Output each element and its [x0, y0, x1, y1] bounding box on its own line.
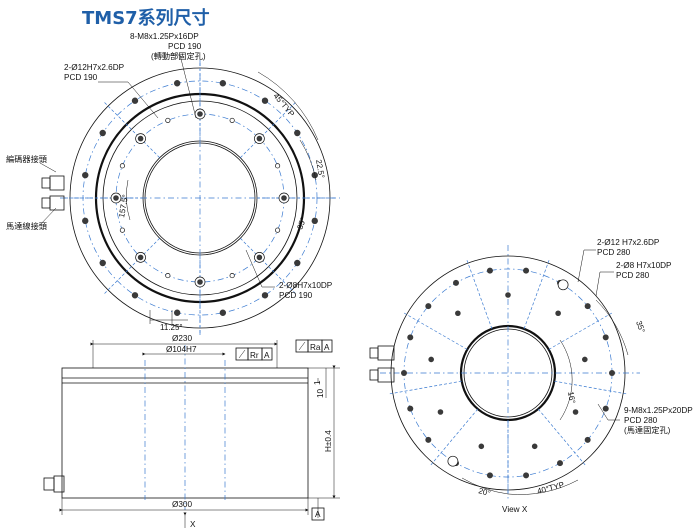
tolerance-datum-a-ra: A — [324, 343, 330, 352]
dim-d104: Ø104H7 — [166, 345, 197, 354]
tolerance-datum-a: A — [264, 351, 270, 360]
angle-157-5: 157.5° — [117, 194, 130, 218]
outer-bolt-hole — [99, 259, 106, 267]
stator-tapped-hole — [572, 409, 579, 415]
outer-bolt-hole — [131, 97, 139, 104]
stator-tapped-hole — [505, 292, 511, 298]
angle-r-20: 20° — [477, 486, 491, 498]
label-r-pcd280-c: PCD 280 — [624, 416, 658, 425]
pin-hole — [119, 163, 125, 169]
angle-11-25: 11.25° — [160, 323, 183, 332]
angle-r-16: 16° — [566, 391, 577, 404]
r-pin-12-hole — [557, 279, 569, 291]
front-view — [39, 54, 340, 335]
stator-tapped-hole — [478, 443, 485, 450]
stator-bolt-hole — [407, 405, 414, 412]
pin-hole — [165, 117, 171, 123]
stator-bolt-hole — [584, 436, 591, 443]
stator-tapped-hole — [582, 356, 588, 363]
outer-bolt-hole — [261, 97, 269, 104]
pin-hole — [119, 227, 125, 233]
stator-tapped-hole — [428, 356, 434, 363]
connector-plugs — [41, 175, 65, 211]
label-r-pin-12: 2-Ø12 H7x2.6DP — [597, 238, 660, 247]
label-pcd190-b: PCD 190 — [64, 73, 98, 82]
stator-bolt-hole — [453, 279, 459, 286]
label-r-stator: (馬達固定孔) — [624, 425, 671, 435]
pin-hole — [165, 273, 171, 279]
view-x — [369, 245, 640, 500]
stator-bolt-hole — [523, 472, 530, 479]
outer-bolt-hole — [173, 80, 181, 87]
datum-a: A — [315, 510, 321, 519]
stator-bolt-hole — [486, 472, 493, 479]
outer-bolt-hole — [219, 80, 227, 87]
outer-bolt-hole — [294, 259, 301, 267]
angle-22-5: 22.5° — [314, 159, 326, 179]
outer-bolt-hole — [294, 129, 301, 137]
drawing-title: TMS7系列尺寸 — [82, 8, 210, 29]
view-x-annotations: 2-Ø12 H7x2.6DP PCD 280 2-Ø8 H7x10DP PCD … — [477, 238, 693, 514]
label-r-pcd280-a: PCD 280 — [597, 248, 631, 257]
angle-r-35: 35° — [634, 320, 647, 334]
stator-bolt-hole — [609, 370, 615, 376]
angle-35: 35° — [295, 216, 308, 230]
stator-bolt-hole — [407, 334, 414, 341]
view-x-arrow-label: X — [190, 520, 196, 529]
pin-hole — [229, 117, 235, 123]
stator-bolt-hole — [425, 303, 432, 310]
dim-1: 1 — [313, 380, 322, 385]
stator-bolt-hole — [602, 405, 609, 412]
r-pin-12-hole-b — [447, 455, 459, 467]
stator-bolt-hole — [602, 334, 609, 341]
outer-bolt-hole — [311, 217, 318, 225]
side-view-annotations: Ø230 Ø104H7 Rr A Ra A 1 10 H±0.4 Ø300 A … — [166, 334, 333, 529]
stator-tapped-hole — [455, 310, 461, 317]
pin-hole — [229, 273, 235, 279]
tolerance-runout: Rr — [250, 351, 259, 360]
outer-bolt-hole — [173, 309, 181, 316]
stator-bolt-hole — [523, 267, 530, 274]
view-x-label: View X — [502, 505, 528, 514]
stator-bolt-hole — [557, 460, 563, 467]
stator-bolt-hole — [486, 267, 493, 274]
side-view — [43, 339, 340, 528]
stator-bolt-hole — [425, 436, 432, 443]
stator-tapped-hole — [531, 443, 538, 450]
stator-tapped-hole — [555, 310, 561, 317]
label-pin-12: 2-Ø12H7x2.6DP — [64, 63, 125, 72]
label-r-pcd280-b: PCD 280 — [616, 271, 650, 280]
label-r-m8: 9-M8x1.25Px20DP — [624, 406, 693, 415]
tolerance-ra: Ra — [310, 343, 321, 352]
outer-bolt-hole — [219, 309, 227, 316]
label-pcd190-a: PCD 190 — [168, 42, 202, 51]
dim-d300: Ø300 — [172, 500, 192, 509]
label-pin-8: 2-Ø8H7x10DP — [279, 281, 333, 290]
pin-hole — [275, 163, 281, 169]
outer-bolt-hole — [261, 292, 269, 299]
stator-bolt-hole — [584, 303, 591, 310]
outer-bolt-hole — [99, 129, 106, 137]
dim-height: H±0.4 — [324, 430, 333, 452]
label-pcd190-c: PCD 190 — [279, 291, 313, 300]
outer-bolt-hole — [82, 171, 89, 179]
outer-bolt-hole — [82, 217, 89, 225]
label-rotor-hole: (轉動部固定孔) — [151, 51, 206, 61]
front-view-annotations: 8-M8x1.25Px16DP PCD 190 (轉動部固定孔) 2-Ø12H7… — [6, 32, 333, 332]
dim-d230: Ø230 — [172, 334, 192, 343]
stator-bolt-hole — [401, 370, 407, 376]
angle-r-40typ: 40°TYP — [536, 480, 565, 496]
connector-plugs-x — [369, 345, 395, 383]
stator-tapped-hole — [437, 409, 444, 415]
label-encoder: 編碼器接頭 — [6, 154, 47, 164]
label-m8-top: 8-M8x1.25Px16DP — [130, 32, 199, 41]
label-r-pin-8: 2-Ø8 H7x10DP — [616, 261, 672, 270]
label-motor: 馬達線接頭 — [6, 221, 47, 231]
pin-hole — [275, 227, 281, 233]
dim-10: 10 — [316, 388, 325, 398]
outer-bolt-hole — [131, 292, 139, 299]
